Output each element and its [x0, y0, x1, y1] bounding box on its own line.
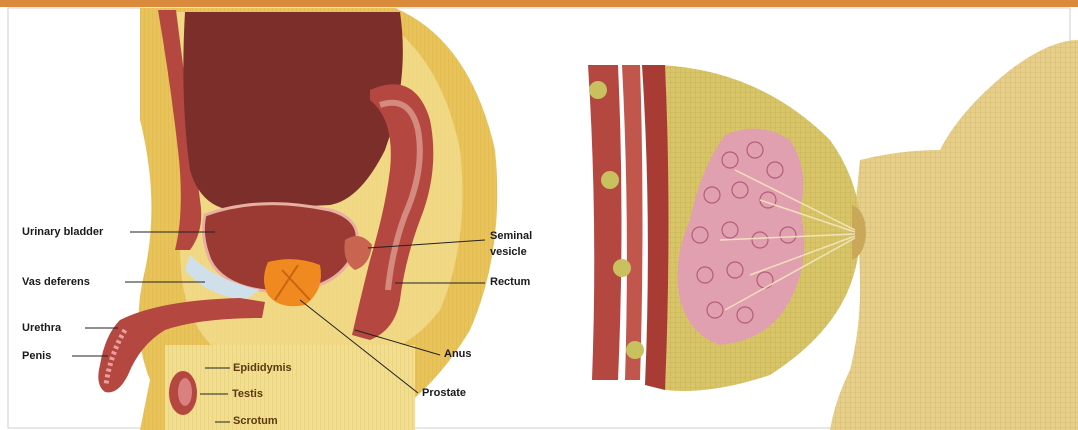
- breast-section: [588, 40, 1078, 430]
- male-pelvis-section: [98, 8, 497, 430]
- label-seminal-vesicle-1: Seminal: [490, 230, 532, 243]
- label-scrotum: Scrotum: [233, 415, 278, 428]
- label-prostate: Prostate: [422, 387, 466, 400]
- label-anus: Anus: [444, 348, 472, 361]
- fat-node: [626, 341, 644, 359]
- label-seminal-vesicle-2: vesicle: [490, 246, 527, 259]
- fat-node: [613, 259, 631, 277]
- fat-node: [589, 81, 607, 99]
- pectoral-band-3: [642, 65, 669, 390]
- top-strip: [0, 0, 1078, 7]
- label-epididymis: Epididymis: [233, 362, 292, 375]
- label-vas-deferens: Vas deferens: [22, 276, 90, 289]
- pectoral-band-1: [588, 65, 622, 380]
- label-rectum: Rectum: [490, 276, 530, 289]
- fat-node: [601, 171, 619, 189]
- label-testis: Testis: [232, 388, 263, 401]
- pectoral-band-2: [622, 65, 643, 380]
- label-penis: Penis: [22, 350, 51, 363]
- label-urethra: Urethra: [22, 322, 61, 335]
- label-urinary-bladder: Urinary bladder: [22, 226, 103, 239]
